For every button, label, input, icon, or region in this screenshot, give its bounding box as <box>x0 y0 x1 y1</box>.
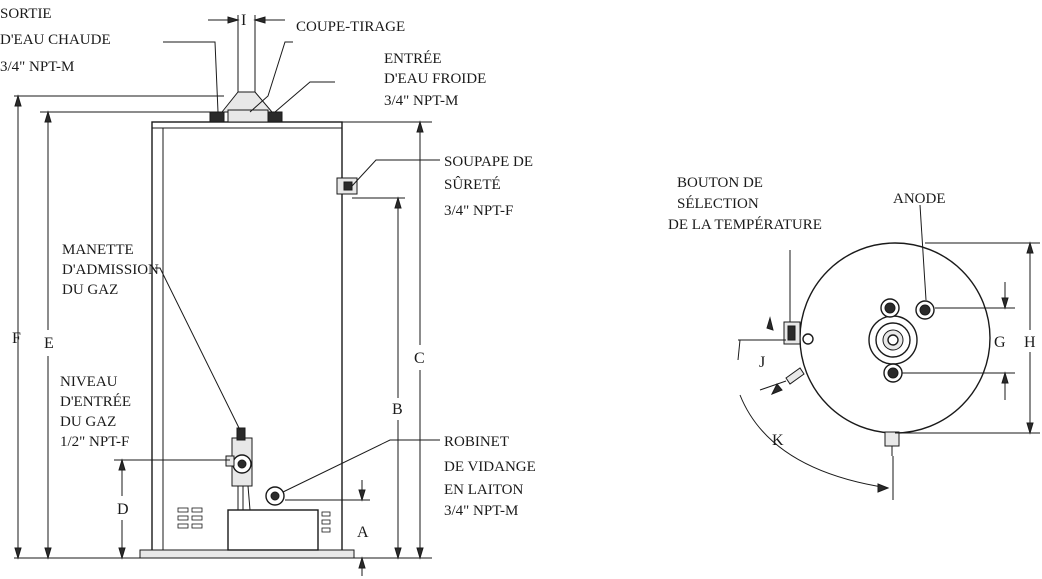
drain-stub-top <box>884 431 900 456</box>
hot-outlet-fitting <box>209 111 225 123</box>
dim-E: E <box>40 110 212 560</box>
label-draft-hood: COUPE-TIRAGE <box>296 19 405 35</box>
label-relief-valve: SOUPAPE DE SÛRETÉ 3/4" NPT-F <box>444 154 537 219</box>
vent-slots-right <box>321 511 331 533</box>
label-gas-valve: MANETTE D'ADMISSION DU GAZ <box>62 242 163 298</box>
tank-base <box>139 549 355 559</box>
gas-control-valve <box>225 427 253 511</box>
label-anode: ANODE <box>893 191 946 207</box>
anode-fitting <box>915 300 935 320</box>
dim-A: A <box>285 480 370 576</box>
dim-H: H <box>895 241 1040 435</box>
fitting-lower <box>883 363 903 383</box>
label-cold-inlet: ENTRÉE D'EAU FROIDE 3/4" NPT-M <box>384 50 490 109</box>
dim-E-label: E <box>44 335 54 352</box>
burner-door <box>227 509 319 551</box>
dim-K-label: K <box>772 432 784 449</box>
top-view: J K G H <box>668 175 1040 500</box>
flue-top <box>868 315 918 365</box>
draft-hood <box>220 15 274 123</box>
label-drain-valve: ROBINET DE VIDANGE EN LAITON 3/4" NPT-M <box>444 434 540 519</box>
dim-G: G <box>902 282 1015 400</box>
label-temp-knob: BOUTON DE SÉLECTION DE LA TEMPÉRATURE <box>668 175 822 233</box>
dim-D-label: D <box>117 501 129 518</box>
dim-F-label: F <box>12 330 21 347</box>
relief-port-top <box>802 333 814 345</box>
cold-inlet-fitting <box>267 111 283 123</box>
dim-F: F <box>12 94 224 560</box>
label-hot-outlet: SORTIE D'EAU CHAUDE 3/4" NPT-M <box>0 6 114 75</box>
side-view: I F E D <box>0 6 540 576</box>
dim-K: K <box>739 394 894 500</box>
fitting-upper <box>880 298 900 318</box>
vent-slots-left <box>177 507 203 529</box>
dim-J-label: J <box>759 354 765 371</box>
dim-A-label: A <box>357 524 369 541</box>
dim-B: B <box>352 196 405 560</box>
dim-J: J <box>737 316 787 395</box>
dim-H-label: H <box>1024 334 1036 351</box>
dim-C: C <box>342 120 432 560</box>
tank-body <box>151 121 343 558</box>
drain-valve <box>265 486 285 506</box>
relief-valve-fitting <box>336 177 358 195</box>
temperature-knob <box>783 321 801 345</box>
dim-I: I <box>208 12 285 29</box>
dim-B-label: B <box>392 401 403 418</box>
dim-I-label: I <box>241 12 246 29</box>
label-gas-inlet: NIVEAU D'ENTRÉE DU GAZ 1/2" NPT-F <box>60 374 135 450</box>
gas-inlet-top <box>785 367 805 385</box>
dim-G-label: G <box>994 334 1006 351</box>
dim-D: D <box>114 458 230 560</box>
dim-C-label: C <box>414 350 425 367</box>
